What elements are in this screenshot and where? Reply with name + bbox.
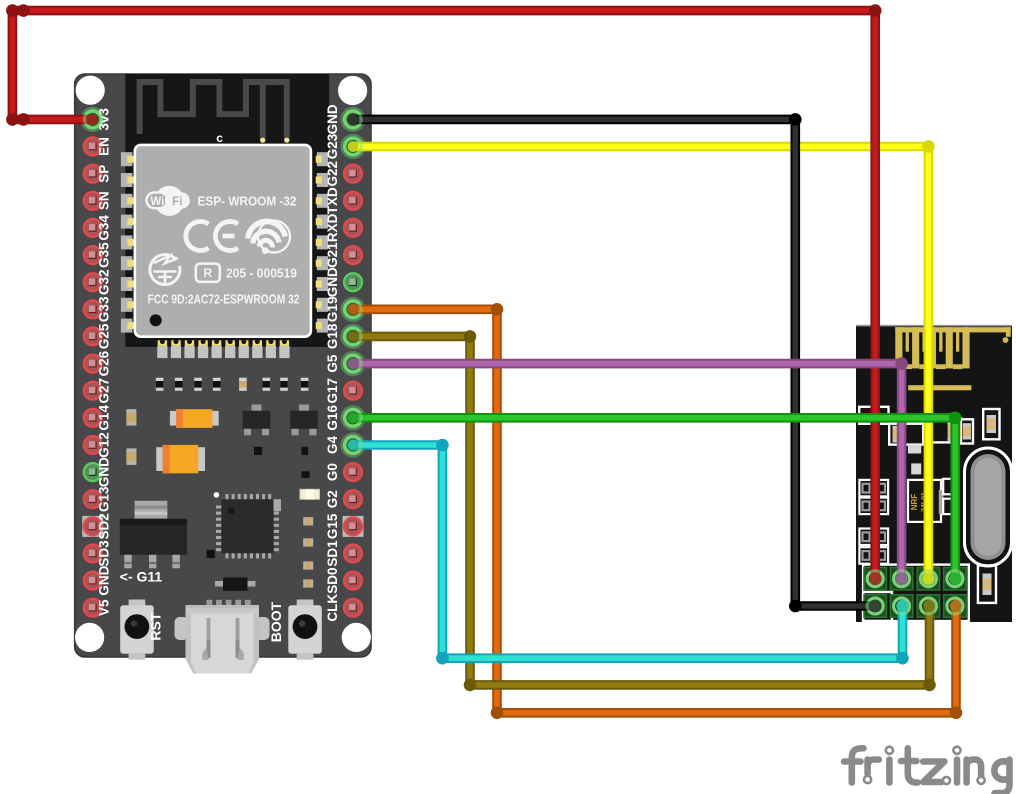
svg-text:RXD: RXD <box>325 213 340 242</box>
svg-text:Wi: Wi <box>150 196 164 208</box>
svg-text:GND: GND <box>325 267 340 297</box>
svg-text:V5: V5 <box>97 599 112 616</box>
svg-text:G18: G18 <box>325 323 340 349</box>
svg-text:G5: G5 <box>325 354 340 373</box>
svg-text:SD0: SD0 <box>325 567 340 593</box>
svg-text:G16: G16 <box>325 405 340 431</box>
svg-text:SD1: SD1 <box>325 540 340 567</box>
svg-text:G26: G26 <box>97 350 112 376</box>
svg-text:SD3: SD3 <box>97 540 112 567</box>
svg-text:G2: G2 <box>325 490 340 508</box>
svg-text:TXD: TXD <box>325 187 340 214</box>
svg-text:SD2: SD2 <box>97 513 112 539</box>
svg-text:RST: RST <box>148 612 164 640</box>
svg-text:GND: GND <box>97 457 112 487</box>
svg-text:G0: G0 <box>325 463 340 481</box>
svg-text:SP: SP <box>97 165 112 183</box>
svg-text:G23: G23 <box>325 133 340 159</box>
svg-text:<- G11: <- G11 <box>120 569 163 585</box>
svg-text:c: c <box>216 131 223 145</box>
svg-text:G15: G15 <box>325 513 340 539</box>
svg-text:G22: G22 <box>325 161 340 187</box>
svg-text:NRF: NRF <box>910 494 919 511</box>
svg-text:3v3: 3v3 <box>97 108 112 131</box>
svg-text:GND: GND <box>325 104 340 134</box>
svg-text:G12: G12 <box>97 432 112 458</box>
svg-text:G4: G4 <box>325 436 340 455</box>
svg-text:G21: G21 <box>325 242 340 268</box>
svg-text:GND: GND <box>97 565 112 595</box>
svg-text:G19: G19 <box>325 297 340 323</box>
svg-text:G14: G14 <box>97 405 112 431</box>
svg-text:G17: G17 <box>325 378 340 404</box>
svg-text:G13: G13 <box>97 486 112 512</box>
svg-text:G34: G34 <box>97 215 112 241</box>
svg-text:EN: EN <box>97 137 112 156</box>
svg-text:G32: G32 <box>97 269 112 295</box>
svg-text:BOOT: BOOT <box>268 601 284 642</box>
svg-text:R: R <box>203 266 212 280</box>
svg-text:G33: G33 <box>97 296 112 322</box>
svg-text:G25: G25 <box>97 323 112 349</box>
svg-text:G27: G27 <box>97 378 112 404</box>
svg-text:Fi: Fi <box>172 196 182 208</box>
svg-text:205 - 000519: 205 - 000519 <box>226 267 297 281</box>
svg-text:SN: SN <box>97 191 112 210</box>
svg-text:CLK: CLK <box>325 594 340 622</box>
svg-text:ESP- WROOM -32: ESP- WROOM -32 <box>198 194 297 209</box>
svg-text:FCC 9D:2AC72-ESPWROOM 32: FCC 9D:2AC72-ESPWROOM 32 <box>148 293 300 307</box>
svg-text:G35: G35 <box>97 242 112 268</box>
